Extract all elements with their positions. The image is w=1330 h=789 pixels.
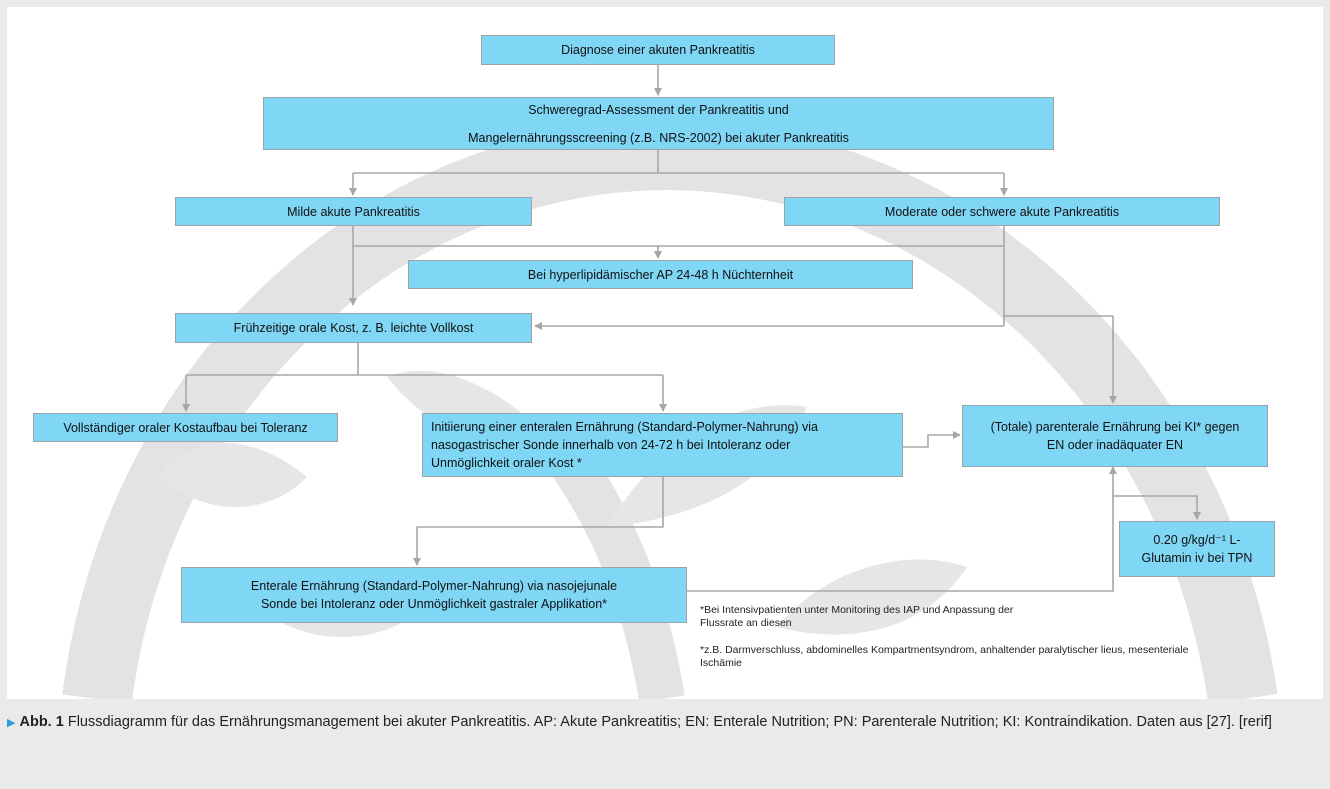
node-mild: Milde akute Pankreatitis	[175, 197, 532, 226]
footnote-contraindication: *z.B. Darmverschluss, abdominelles Kompa…	[700, 644, 1189, 669]
caption-text: Flussdiagramm für das Ernährungsmanageme…	[63, 714, 1272, 730]
node-moderate: Moderate oder schwere akute Pankreatitis	[784, 197, 1220, 226]
arrow-ng-to-nj	[413, 477, 664, 566]
node-assessment: Schweregrad-Assessment der Pankreatitis …	[263, 97, 1054, 150]
node-hyperlipid: Bei hyperlipidämischer AP 24-48 h Nüchte…	[408, 260, 913, 289]
footnote-icu: *Bei Intensivpatienten unter Monitoring …	[700, 604, 1014, 629]
flowchart-figure: Diagnose einer akuten Pankreatitis Schwe…	[7, 7, 1323, 699]
node-glutamine: 0.20 g/kg/d⁻¹ L- Glutamin iv bei TPN	[1119, 521, 1275, 577]
caption-marker-icon: ▶	[7, 717, 16, 729]
node-enteral-nasogastric: Initiierung einer enteralen Ernährung (S…	[422, 413, 903, 477]
arrow-ng-to-parenteral	[903, 431, 961, 448]
caption-label: Abb. 1	[19, 714, 64, 730]
node-complete-oral: Vollständiger oraler Kostaufbau bei Tole…	[33, 413, 338, 442]
node-parenteral: (Totale) parenterale Ernährung bei KI* g…	[962, 405, 1268, 467]
node-oral: Frühzeitige orale Kost, z. B. leichte Vo…	[175, 313, 532, 343]
arrow-nj-to-parenteral	[687, 466, 1117, 592]
node-enteral-nasojejunal: Enterale Ernährung (Standard-Polymer-Nah…	[181, 567, 687, 623]
node-diagnose: Diagnose einer akuten Pankreatitis	[481, 35, 835, 65]
figure-caption: ▶ Abb. 1 Flussdiagramm für das Ernährung…	[7, 711, 1307, 734]
flow-connectors	[182, 65, 1201, 592]
arrow-to-glutamine	[1113, 495, 1201, 520]
